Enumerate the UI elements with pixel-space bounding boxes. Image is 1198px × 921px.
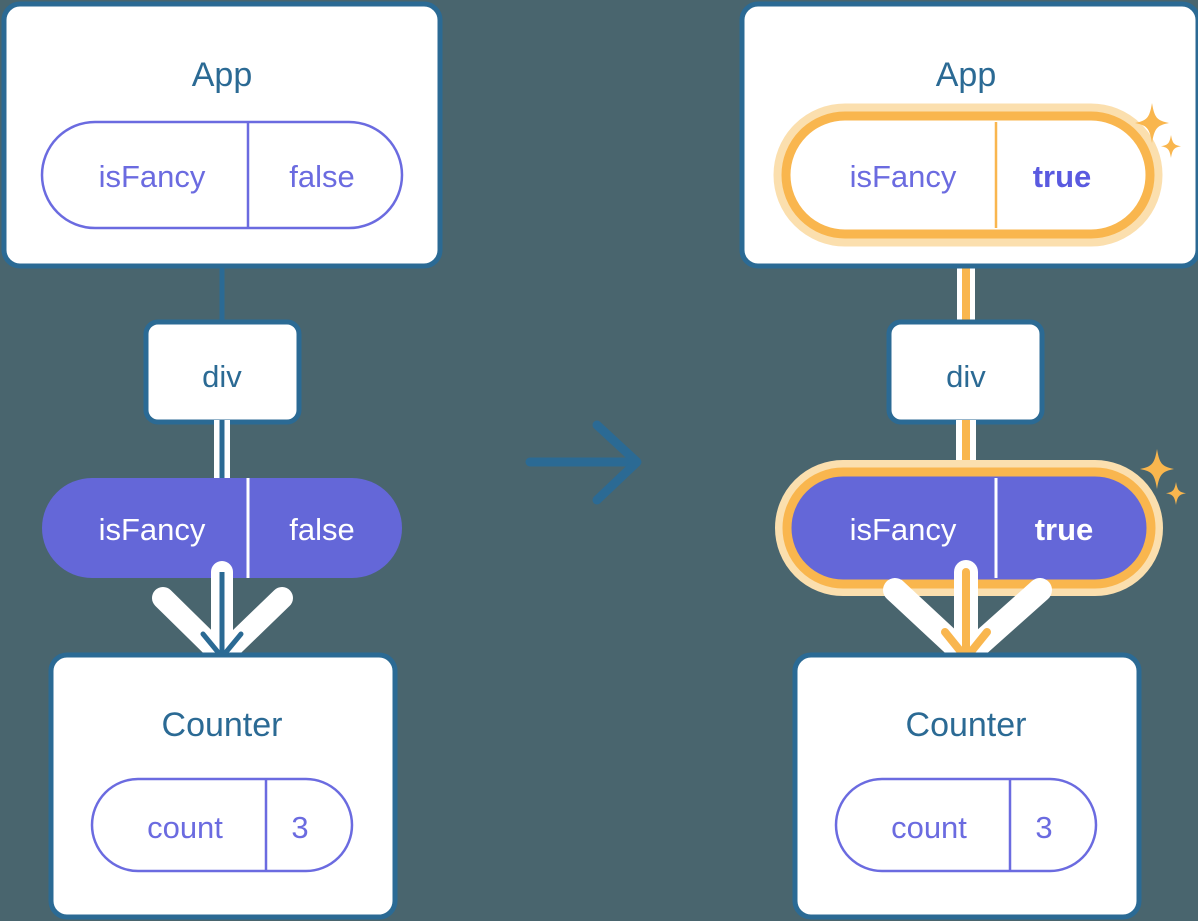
counter-state-pill-value: 3 (291, 810, 308, 845)
app-box-title: App (192, 56, 253, 94)
counter-box-title: Counter (162, 706, 283, 744)
prop-flow-arrow (200, 572, 244, 660)
prop-pill-name: isFancy (850, 512, 957, 547)
sparkle-icon (1161, 135, 1181, 158)
sparkle-icon (1166, 482, 1186, 505)
prop-pill-value: false (289, 512, 354, 547)
counter-state-pill (834, 777, 1098, 873)
div-box-label: div (202, 359, 242, 394)
counter-state-pill-name: count (891, 810, 967, 845)
sparkle-icon (1140, 449, 1174, 489)
panel-before: App isFancy false div isFancy false (1, 1, 443, 920)
app-state-pill-highlight-ring (781, 111, 1155, 239)
app-state-pill-name: isFancy (99, 159, 206, 194)
counter-state-pill-name: count (147, 810, 223, 845)
prop-pill-name: isFancy (99, 512, 206, 547)
sparkle-icon (1135, 103, 1169, 143)
app-state-pill (40, 120, 404, 230)
app-state-pill-value: false (289, 159, 354, 194)
counter-state-pill (90, 777, 354, 873)
app-box-title: App (936, 56, 997, 94)
prop-pill (42, 478, 402, 578)
counter-state-pill-value: 3 (1035, 810, 1052, 845)
prop-pill-value: true (1035, 512, 1094, 547)
panel-after: App isFancy true div (739, 1, 1198, 920)
counter-box-title: Counter (906, 706, 1027, 744)
app-state-pill-value: true (1033, 159, 1092, 194)
div-box-label: div (946, 359, 986, 394)
transition-arrow (525, 420, 642, 505)
app-state-pill-name: isFancy (850, 159, 957, 194)
